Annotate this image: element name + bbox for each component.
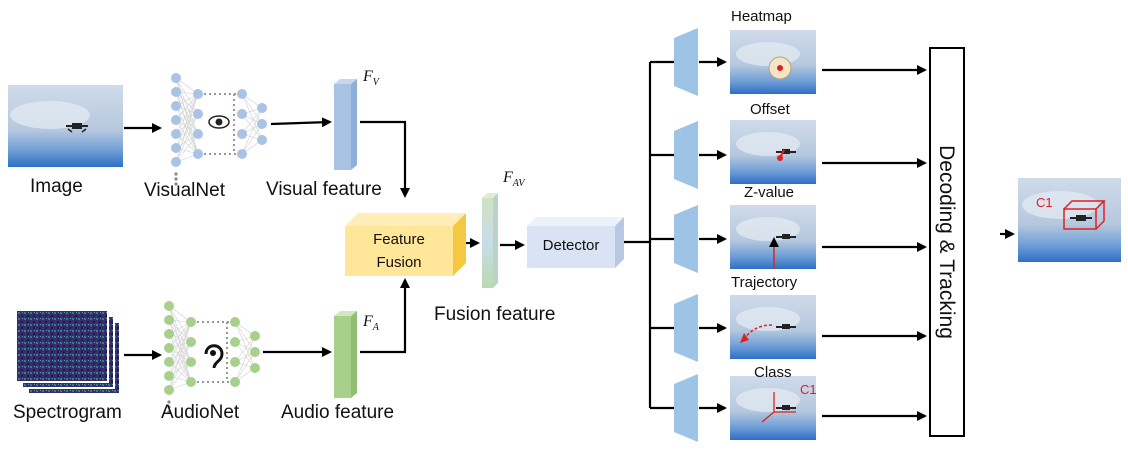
drone-icon xyxy=(776,405,796,410)
bounding-box-3d xyxy=(1063,200,1106,230)
audionet-graphic xyxy=(164,301,260,414)
head-offset xyxy=(650,120,927,189)
image-label: Image xyxy=(30,176,83,197)
input-spectrogram xyxy=(15,309,121,395)
drone-icon xyxy=(1070,215,1092,221)
output-image: C1 xyxy=(1018,178,1121,262)
audio-feature-bar xyxy=(334,311,357,398)
fav-symbol: FAV xyxy=(503,169,525,190)
drone-icon xyxy=(66,123,88,133)
head-heatmap xyxy=(650,28,927,96)
visualnet-label: VisualNet xyxy=(144,180,225,201)
spectrogram-label: Spectrogram xyxy=(13,402,122,423)
head-label: Z-value xyxy=(744,184,795,201)
head-trapezoid xyxy=(674,121,698,189)
visualnet-graphic xyxy=(171,73,267,186)
audionet-label: AudioNet xyxy=(161,402,240,423)
detector-label: Detector xyxy=(542,237,600,254)
head-class: C1 xyxy=(650,374,927,442)
fusion-label-line2: Fusion xyxy=(376,254,422,271)
head-trapezoid xyxy=(674,28,698,96)
audio-feature-label: Audio feature xyxy=(281,402,395,423)
drone-icon xyxy=(776,149,796,154)
feature-fusion-block xyxy=(345,213,466,276)
fusion-feature-bar xyxy=(482,193,498,288)
flow-arrows xyxy=(124,62,1015,408)
head-label: Trajectory xyxy=(731,274,798,291)
drone-icon xyxy=(776,324,796,329)
ear-icon xyxy=(204,344,224,369)
output-class-tag: C1 xyxy=(1036,195,1053,210)
visual-feature-bar xyxy=(334,79,357,170)
decoding-tracking-block: Decoding & Tracking xyxy=(929,47,965,437)
class-tag: C1 xyxy=(800,382,817,397)
fusion-feature-label: Fusion feature xyxy=(434,304,556,325)
head-label: Heatmap xyxy=(731,8,792,25)
eye-icon xyxy=(208,115,230,129)
fusion-label-line1: Feature xyxy=(373,231,425,248)
head-z-value xyxy=(650,205,927,273)
head-label: Offset xyxy=(750,101,790,118)
visual-feature-label: Visual feature xyxy=(266,179,382,200)
input-image xyxy=(8,85,123,167)
drone-icon xyxy=(776,234,796,239)
head-trapezoid xyxy=(674,294,698,362)
head-trapezoid xyxy=(674,205,698,273)
fa-symbol: FA xyxy=(363,313,379,334)
head-trapezoid xyxy=(674,374,698,442)
head-trajectory xyxy=(650,294,927,362)
head-label: Class xyxy=(754,364,792,381)
tracker-label: Decoding & Tracking xyxy=(935,145,958,339)
fv-symbol: FV xyxy=(363,68,379,89)
detector-block xyxy=(527,217,624,268)
